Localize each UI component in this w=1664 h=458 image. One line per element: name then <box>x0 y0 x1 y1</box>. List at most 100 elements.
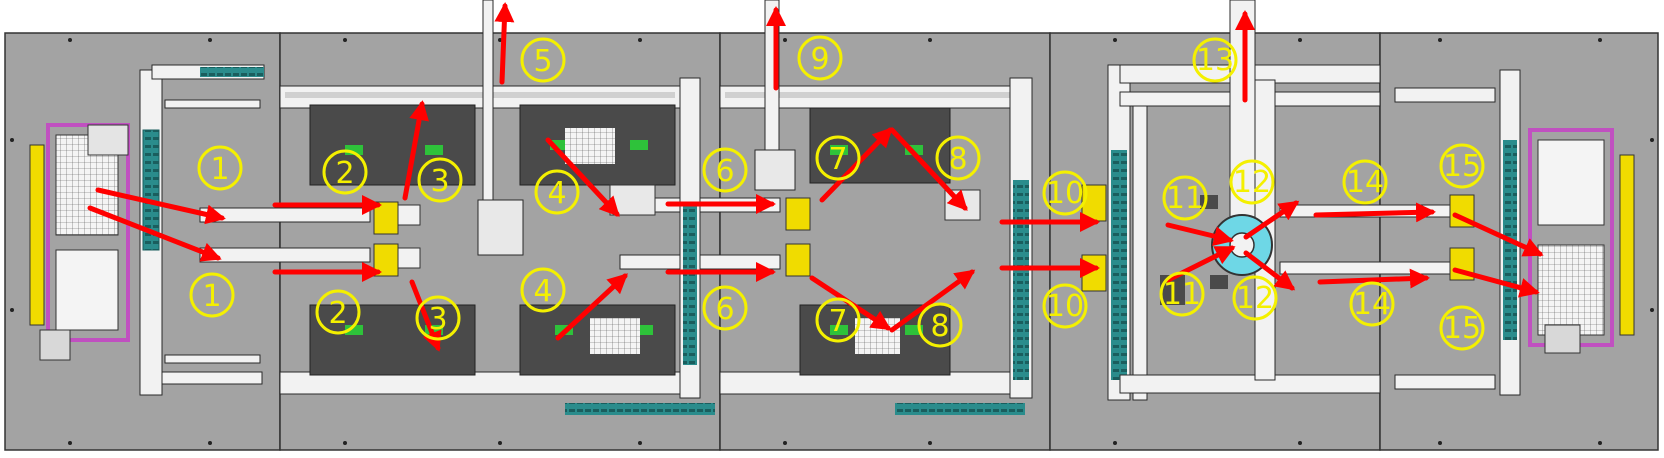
svg-text:3: 3 <box>430 164 449 199</box>
step-label: 2 <box>315 289 361 335</box>
gripper-housing-2 <box>397 247 421 269</box>
step-label: 10 <box>1042 170 1088 216</box>
step-label: 7 <box>815 135 861 181</box>
step-label: 7 <box>815 297 861 343</box>
svg-text:8: 8 <box>948 142 967 177</box>
left-bottom-rail <box>161 371 263 385</box>
st4-inner-frame <box>1132 99 1148 401</box>
svg-text:8: 8 <box>930 309 949 344</box>
st4-right-top-rail <box>1394 87 1496 103</box>
gripper-yellow-4 <box>785 243 811 277</box>
step-label: 6 <box>702 147 748 193</box>
st4-right-bottom-rail <box>1394 374 1496 390</box>
svg-text:15: 15 <box>1443 149 1481 184</box>
flow-arrow <box>1165 222 1234 246</box>
left-top-rail-chain <box>200 67 264 77</box>
svg-text:10: 10 <box>1046 289 1084 324</box>
flow-arrow <box>1243 250 1296 291</box>
flow-arrows <box>87 2 1544 352</box>
step-label: 1 <box>197 145 243 191</box>
step-label: 11 <box>1159 271 1205 317</box>
step-label: 8 <box>935 135 981 181</box>
step-label: 12 <box>1229 159 1275 205</box>
left-bottom-guide <box>164 354 261 364</box>
step-label: 2 <box>322 149 368 195</box>
right-fixture-plate <box>1537 139 1605 226</box>
step-labels: 1 1 2 2 3 3 4 4 5 6 6 7 7 8 8 9 10 10 11… <box>189 35 1485 351</box>
svg-text:12: 12 <box>1236 281 1274 316</box>
st2-top-gantry-inner <box>285 92 675 98</box>
st2-grid-tray-bottom <box>590 318 640 354</box>
right-robot-base <box>1544 324 1581 354</box>
st2-grid-tray-top <box>565 128 615 164</box>
st4-bottom-gantry <box>1119 374 1381 394</box>
svg-text:2: 2 <box>328 296 347 331</box>
st3-bottom-chain <box>895 403 1025 415</box>
gripper-housing-1 <box>397 204 421 226</box>
step-label: 14 <box>1342 159 1388 205</box>
step-label: 15 <box>1439 143 1485 189</box>
left-chain-conveyor <box>142 129 160 251</box>
step-label: 4 <box>534 169 580 215</box>
right-grid-tray <box>1537 244 1605 336</box>
left-gripper-unit <box>87 124 129 156</box>
step-label: 3 <box>415 295 461 341</box>
step-label: 11 <box>1162 175 1208 221</box>
step-label: 8 <box>917 302 963 348</box>
flow-arrow <box>889 127 968 211</box>
station-4 <box>1107 0 1496 401</box>
flow-arrow <box>1452 212 1544 257</box>
svg-text:2: 2 <box>335 156 354 191</box>
flow-arrow <box>819 127 893 203</box>
step-label: 10 <box>1042 283 1088 329</box>
svg-text:1: 1 <box>202 279 221 314</box>
svg-text:3: 3 <box>428 302 447 337</box>
right-unloading-station <box>1499 69 1635 396</box>
flow-arrow <box>402 100 429 201</box>
step-label: 13 <box>1192 37 1238 83</box>
step-label: 1 <box>189 272 235 318</box>
st4-control-box-2 <box>1210 275 1228 289</box>
flow-arrow <box>1313 202 1436 223</box>
svg-text:13: 13 <box>1196 43 1234 78</box>
step-label: 14 <box>1349 281 1395 327</box>
flow-arrow <box>545 137 620 217</box>
svg-text:12: 12 <box>1233 165 1271 200</box>
flow-arrow <box>1317 268 1430 289</box>
left-robot-base <box>39 329 71 361</box>
flow-arrow <box>494 2 515 85</box>
svg-text:15: 15 <box>1443 311 1481 346</box>
left-fixture-plate <box>55 249 119 331</box>
step-label: 4 <box>520 267 566 313</box>
flow-arrow <box>87 205 222 262</box>
plate-bolts <box>10 38 1654 445</box>
flow-arrow <box>409 279 442 352</box>
gripper-yellow-3 <box>785 197 811 231</box>
step-label: 3 <box>417 157 463 203</box>
st2-station-top-left <box>309 104 476 186</box>
gripper-yellow-6 <box>1081 254 1107 292</box>
st2-vertical-carriage <box>477 199 524 256</box>
left-loading-station <box>29 64 265 396</box>
svg-text:7: 7 <box>828 142 847 177</box>
svg-text:9: 9 <box>810 42 829 77</box>
rail-lower-1 <box>199 247 371 263</box>
svg-text:7: 7 <box>828 304 847 339</box>
left-top-guide <box>164 99 261 109</box>
st2-right-chain <box>683 205 697 365</box>
svg-text:5: 5 <box>533 44 552 79</box>
flow-arrow <box>1243 200 1300 240</box>
station-2 <box>279 0 715 415</box>
svg-text:6: 6 <box>715 154 734 189</box>
st2-bottom-chain <box>565 403 715 415</box>
svg-text:6: 6 <box>715 292 734 327</box>
flow-arrow <box>1452 267 1540 298</box>
svg-text:14: 14 <box>1346 165 1384 200</box>
step-label: 9 <box>797 35 843 81</box>
st4-left-chain <box>1111 150 1127 380</box>
st3-right-chain <box>1013 180 1029 380</box>
flow-arrow <box>555 273 628 341</box>
svg-text:14: 14 <box>1353 287 1391 322</box>
svg-text:10: 10 <box>1046 176 1084 211</box>
svg-text:11: 11 <box>1166 181 1204 216</box>
